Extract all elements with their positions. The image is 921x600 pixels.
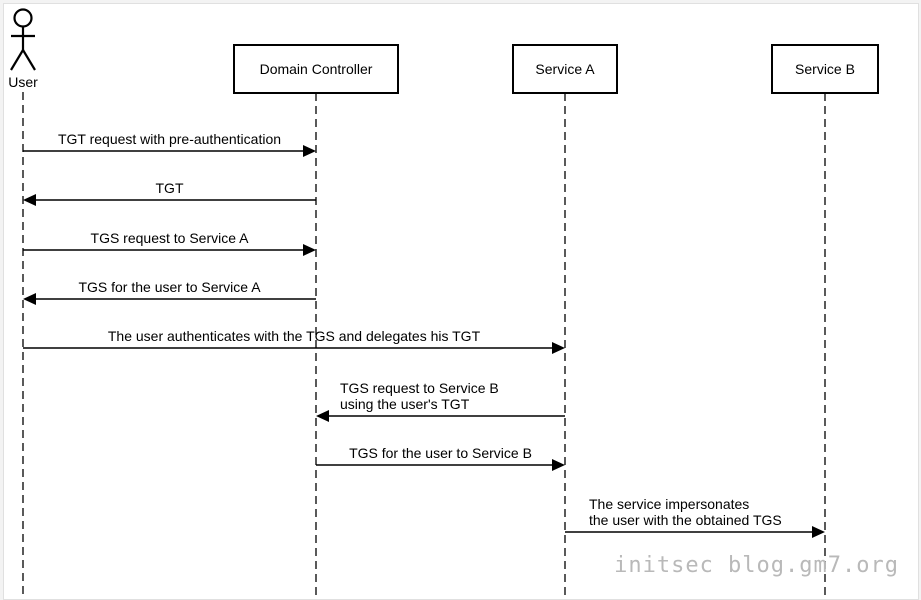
participant-box-dc	[233, 44, 399, 94]
watermark-text: initsec blog.gm7.org	[614, 553, 899, 578]
participant-label-dc: Domain Controller	[260, 61, 373, 77]
participant-label-svcA: Service A	[535, 61, 595, 77]
message-label-2: TGT	[156, 180, 184, 196]
message-label-6-line-1: TGS request to Service B	[340, 380, 499, 396]
arrowhead-icon	[316, 410, 329, 422]
message-label-1: TGT request with pre-authentication	[58, 131, 281, 147]
arrowhead-icon	[303, 145, 316, 157]
message-label-7: TGS for the user to Service B	[349, 445, 532, 461]
arrowhead-icon	[23, 194, 36, 206]
arrowhead-icon	[812, 526, 825, 538]
arrowhead-icon	[23, 293, 36, 305]
participant-box-svcA	[512, 44, 618, 94]
arrowhead-icon	[552, 459, 565, 471]
message-label-5: The user authenticates with the TGS and …	[108, 328, 481, 344]
participant-label-svcB: Service B	[795, 61, 855, 77]
message-label-8-line-1: The service impersonates	[589, 496, 749, 512]
actor-leg-left	[10, 49, 24, 71]
user-actor-icon	[10, 8, 36, 71]
actor-label-user: User	[8, 74, 38, 90]
participant-box-svcB	[771, 44, 879, 94]
participant-heads: User Domain Controller Service A Service B	[8, 8, 879, 94]
message-label-6-line-2: using the user's TGT	[340, 396, 470, 412]
message-label-4: TGS for the user to Service A	[78, 279, 261, 295]
arrowhead-icon	[303, 244, 316, 256]
actor-leg-right	[22, 49, 36, 71]
message-label-3: TGS request to Service A	[91, 230, 250, 246]
lifelines	[22, 92, 826, 596]
arrowhead-icon	[552, 342, 565, 354]
diagram-sheet	[3, 3, 919, 600]
actor-head	[13, 8, 33, 28]
message-label-8-line-2: the user with the obtained TGS	[589, 512, 782, 528]
